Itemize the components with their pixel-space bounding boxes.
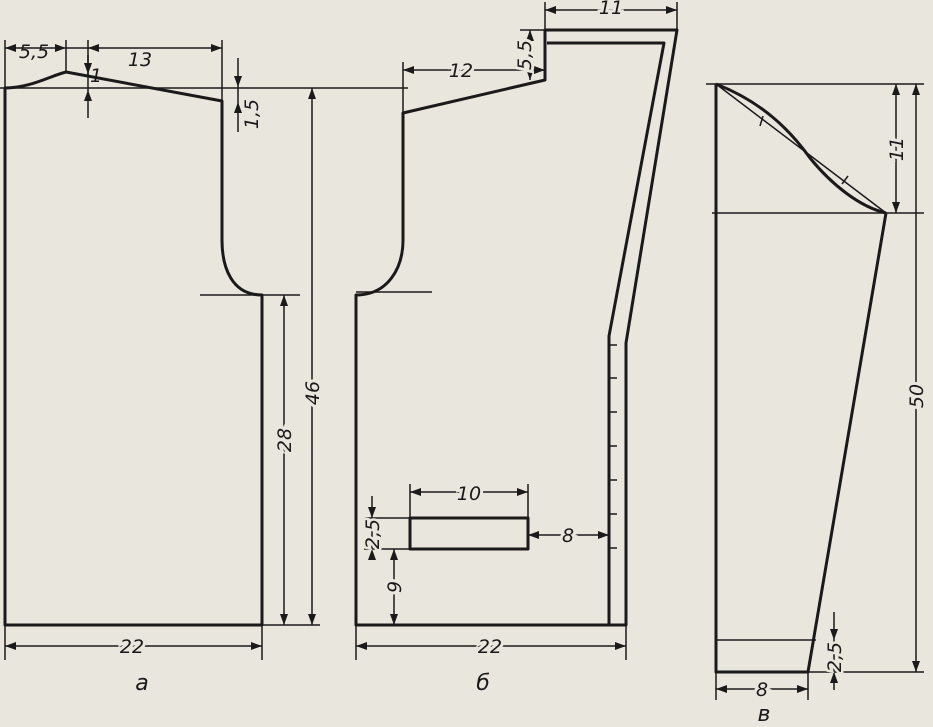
arrowhead [55, 44, 66, 52]
panel-a-back-piece: 5,5 13 1 1,5 46 28 22 а [0, 40, 408, 696]
dim-shoulder-front: 12 [449, 60, 473, 82]
arrowhead [88, 44, 99, 52]
dim-neck-width: 5,5 [19, 41, 49, 63]
dim-cuff: 2,5 [824, 642, 846, 672]
dim-shoulder: 13 [128, 49, 152, 71]
facing-ticks [609, 344, 617, 549]
panel-b-front-piece: 11 5,5 12 10 2,5 9 8 22 б [354, 0, 679, 696]
arrowhead [534, 66, 545, 74]
arrowhead [403, 66, 414, 74]
back-outline [3, 70, 264, 627]
dim-cap-height: 11 [886, 137, 908, 161]
pocket-rect [408, 516, 530, 551]
cap-tick [841, 175, 849, 185]
arrowhead [84, 90, 92, 101]
arrowhead [912, 84, 920, 95]
front-outline [354, 28, 679, 627]
arrowhead [892, 84, 900, 95]
dim-width: 22 [120, 636, 144, 658]
arrowhead [666, 6, 677, 14]
arrowhead [308, 614, 316, 625]
arrowhead [280, 614, 288, 625]
cap-tick [759, 115, 764, 127]
arrowhead [368, 507, 376, 518]
arrowhead [517, 488, 528, 496]
sleeve-cap-curve [715, 82, 887, 215]
arrowhead [234, 102, 242, 113]
arrowhead [211, 44, 222, 52]
arrowhead [615, 642, 626, 650]
arrowhead [830, 672, 838, 683]
dim-pocket-width: 10 [457, 483, 481, 505]
arrowhead [251, 642, 262, 650]
arrowhead [526, 69, 534, 80]
caption-c: в [758, 702, 771, 727]
arrowhead [797, 685, 808, 693]
dim-pocket-height: 2,5 [362, 519, 384, 549]
cap-diagonal [715, 83, 887, 214]
arrowhead [830, 629, 838, 640]
arrowhead [390, 614, 398, 625]
arrowhead [410, 488, 421, 496]
arrowhead [545, 6, 556, 14]
sleeve-outline [714, 84, 888, 674]
arrowhead [356, 642, 367, 650]
arrowhead [5, 44, 16, 52]
dim-sleeve-width: 8 [756, 679, 768, 701]
caption-a: а [135, 671, 148, 696]
arrowhead [716, 685, 727, 693]
arrowhead [5, 642, 16, 650]
dim-shoulder-drop: 1,5 [241, 99, 263, 129]
dim-neck-depth: 1 [90, 65, 102, 87]
arrowhead [390, 549, 398, 560]
dim-width-front: 22 [478, 636, 502, 658]
dim-collar-width: 11 [599, 0, 623, 19]
arrowhead [280, 295, 288, 306]
dim-length: 46 [302, 381, 324, 405]
arrowhead [234, 76, 242, 87]
arrowhead [892, 202, 900, 213]
arrowhead [912, 661, 920, 672]
panel-c-sleeve: 11 50 2,5 8 в [706, 82, 931, 727]
arrowhead [528, 531, 539, 539]
caption-b: б [476, 671, 490, 696]
arrowhead [598, 531, 609, 539]
arrowhead [526, 30, 534, 41]
dim-pocket-offset: 8 [562, 525, 574, 547]
arrowhead [368, 549, 376, 560]
dim-side: 28 [274, 428, 296, 452]
arrowhead [84, 63, 92, 74]
arrowhead [308, 88, 316, 99]
dim-pocket-level: 9 [384, 581, 406, 593]
dim-collar-height: 5,5 [514, 40, 536, 70]
dim-sleeve-length: 50 [906, 384, 928, 408]
